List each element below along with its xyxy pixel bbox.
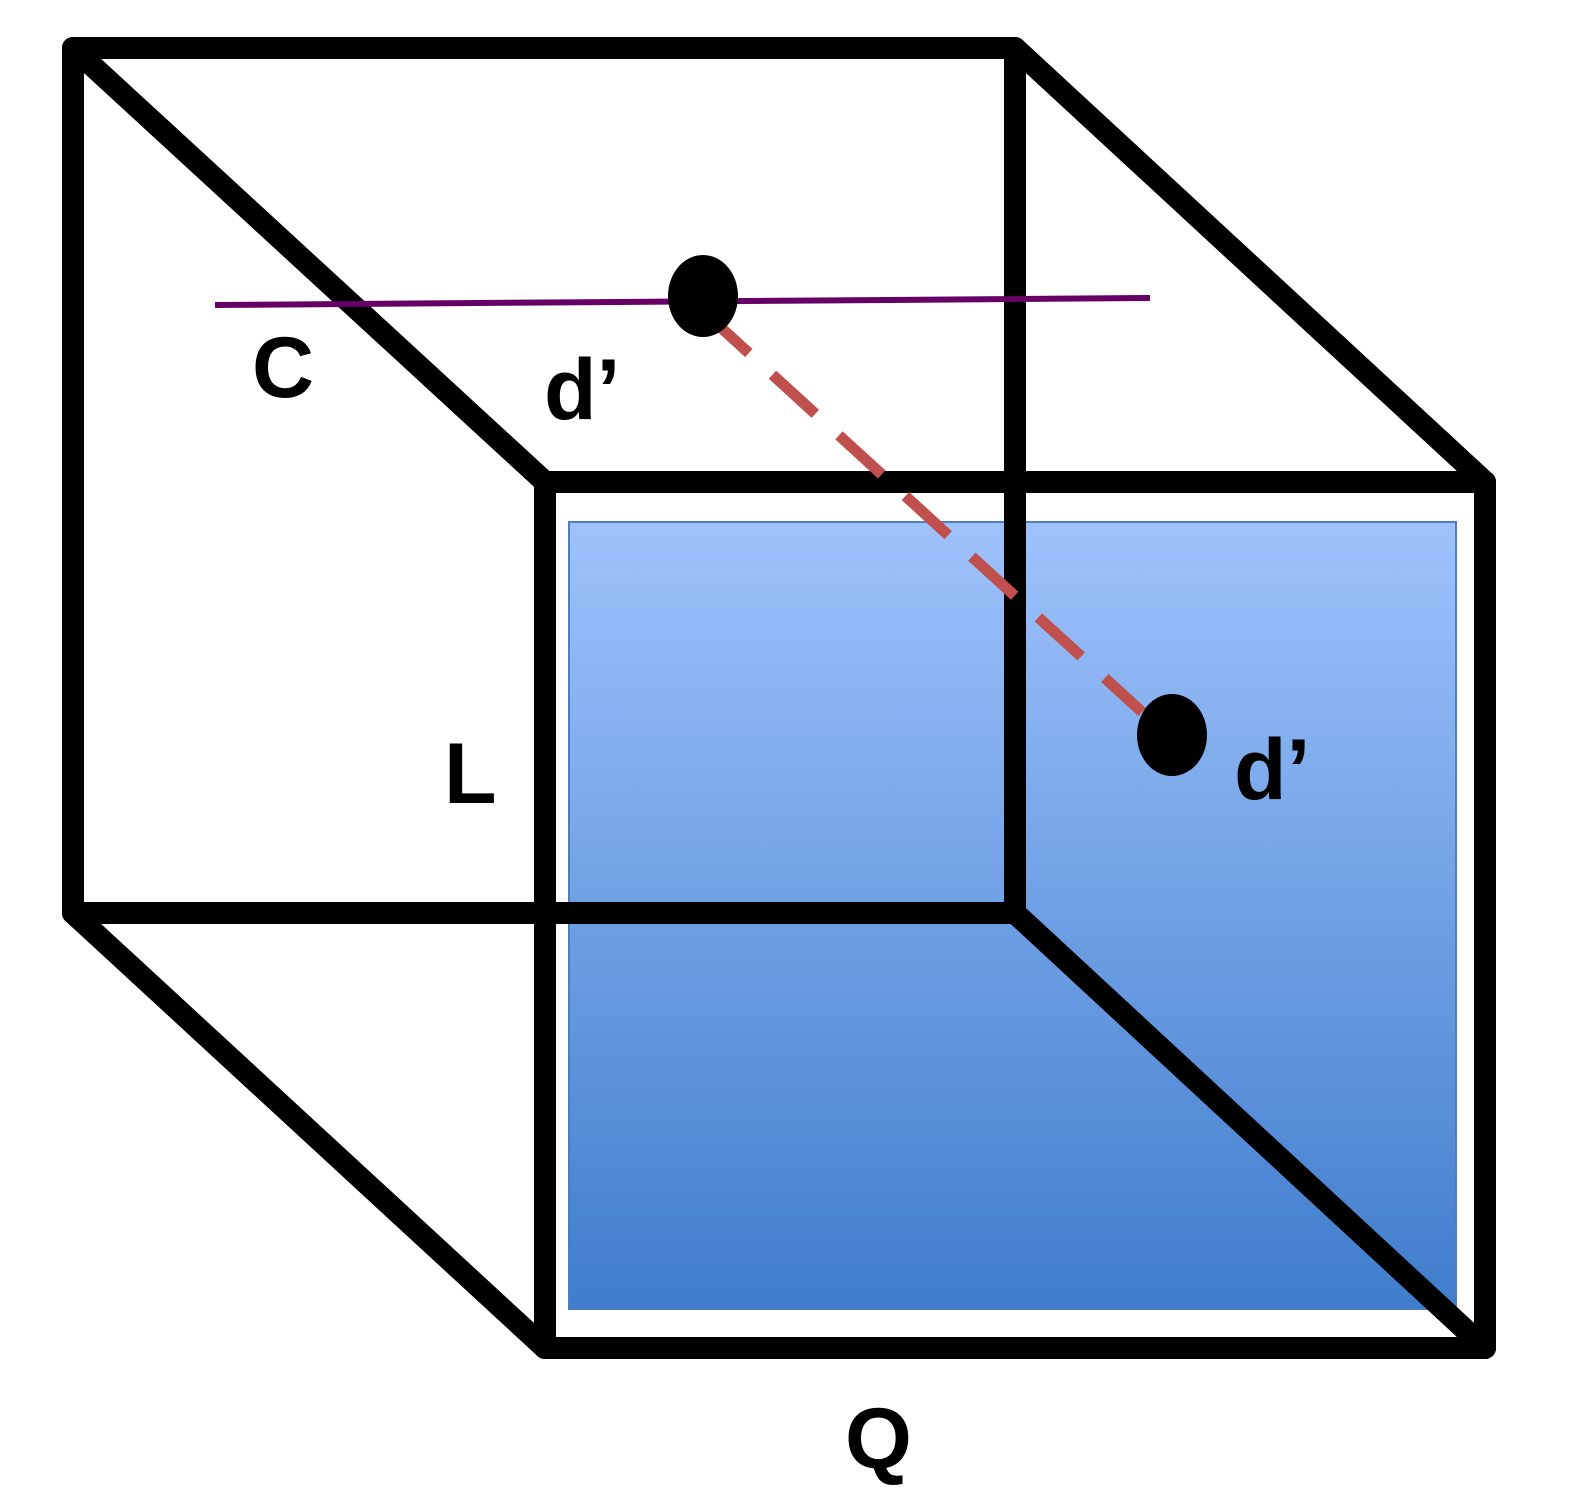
- label-q: Q: [845, 1391, 912, 1487]
- depth-edge-bottom-left: [62, 902, 556, 1359]
- depth-edges: [62, 37, 1496, 1359]
- label-l: L: [444, 726, 497, 822]
- point-upper: [668, 255, 738, 337]
- label-d-prime-lower: d’: [1234, 722, 1310, 818]
- label-d-prime-upper: d’: [544, 342, 620, 438]
- depth-edge-top-left: [62, 37, 556, 493]
- front-face: [534, 471, 1496, 1359]
- depth-edge-bottom-right: [1004, 902, 1496, 1359]
- depth-edge-top-right: [1004, 37, 1496, 493]
- label-c: C: [252, 320, 314, 416]
- dashed-link: [702, 309, 1146, 717]
- point-lower: [1137, 694, 1207, 776]
